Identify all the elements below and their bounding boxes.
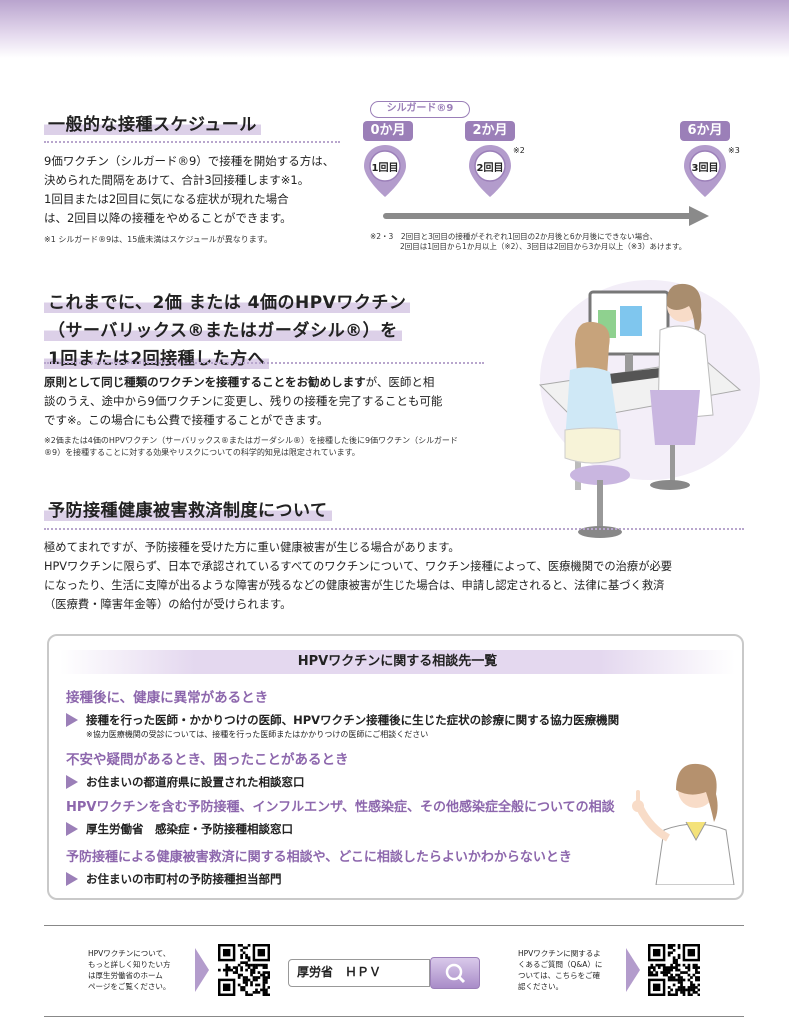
consult-category: 接種後に、健康に異常があるとき <box>66 690 269 706</box>
switch-text: 談のうえ、途中から9価ワクチンに変更し、残りの接種を完了することも可能 <box>44 394 443 408</box>
switch-text: です※。この場合にも公費で接種することができます。 <box>44 413 329 427</box>
consult-header: HPVワクチンに関する相談先一覧 <box>60 650 735 674</box>
map-pin-icon <box>684 145 726 197</box>
triangle-bullet-icon <box>66 774 78 789</box>
triangle-bullet-icon <box>66 871 78 886</box>
switch-heading: これまでに、2価 または 4価のHPVワクチン （サーバリックス®またはガーダシ… <box>44 288 484 369</box>
top-gradient-band <box>0 0 789 58</box>
dose-label: 2回目 <box>476 163 504 174</box>
consult-category: 予防接種による健康被害救済に関する相談や、どこに相談したらよいかわからないとき <box>66 850 572 865</box>
switch-title-line: これまでに、2価 または 4価のHPVワクチン <box>44 288 411 313</box>
footer-line: は厚生労働省のホーム <box>88 971 163 980</box>
chevron-right-icon <box>195 948 209 992</box>
relief-text: になったり、生活に支障が出るような障害が残るなどの健康被害が生じた場合は、申請し… <box>44 579 665 592</box>
consult-answer: 厚生労働省 感染症・予防接種相談窓口 <box>86 822 293 836</box>
dose-pin-1: 1回目 <box>362 143 408 203</box>
consult-subnote: ※協力医療機関の受診については、接種を行った医師またはかかりつけの医師にご相談く… <box>86 730 429 739</box>
divider <box>44 141 340 143</box>
footer-line: ついては、こちらをご確 <box>518 971 601 980</box>
dose-label: 1回目 <box>371 163 399 174</box>
relief-body: 極めてまれですが、予防接種を受けた方に重い健康被害が生じる場合があります。 HP… <box>44 538 754 614</box>
note-mark-3: ※3 <box>728 146 740 155</box>
consult-category: 不安や疑問があるとき、困ったことがあるとき <box>66 752 349 768</box>
qr-code-icon[interactable] <box>648 944 700 996</box>
schedule-footnote: ※1 シルガード®9は、15歳未満はスケジュールが異なります。 <box>44 235 273 244</box>
relief-title: 予防接種健康被害救済制度について <box>44 496 332 521</box>
consult-item-3: HPVワクチンを含む予防接種、インフルエンザ、性感染症、その他感染症全般について… <box>66 796 666 837</box>
footer-line: ページをご覧ください。 <box>88 982 171 991</box>
switch-body: 原則として同じ種類のワクチンを接種することをお勧めしますが、医師と相 談のうえ、… <box>44 373 489 430</box>
switch-title-line: 1回または2回接種した方へ <box>44 344 270 369</box>
note-line: ®9）を接種することに対する効果やリスクについての科学的知見は限定されています。 <box>44 448 360 457</box>
schedule-line: 決められた間隔をあけて、合計3回接種します※1。 <box>44 173 310 187</box>
search-button[interactable] <box>430 957 480 989</box>
consult-item-2: 不安や疑問があるとき、困ったことがあるとき お住まいの都道府県に設置された相談窓… <box>66 748 666 790</box>
month-pill-2: 2か月 <box>465 121 515 141</box>
switch-emphasis: 原則として同じ種類のワクチンを接種することをお勧めします <box>44 375 366 389</box>
month-pill-0: 0か月 <box>363 121 413 141</box>
switch-footnote: ※2価または4価のHPVワクチン（サーバリックス®またはガーダシル®）を接種した… <box>44 435 489 459</box>
schedule-line: は、2回目以降の接種をやめることができます。 <box>44 211 292 225</box>
consult-answer: お住まいの都道府県に設置された相談窓口 <box>86 775 305 789</box>
triangle-bullet-icon <box>66 712 78 727</box>
footer-line: 認ください。 <box>518 982 563 991</box>
consult-answer: 接種を行った医師・かかりつけの医師、HPVワクチン接種後に生じた症状の診療に関す… <box>86 713 620 727</box>
switch-text: が、医師と相 <box>365 375 435 389</box>
note-line: ※2・3 2回目と3回目の接種がそれぞれ1回目の2か月後と6か月後にできない場合… <box>370 232 658 241</box>
schedule-line: 9価ワクチン（シルガード®9）で接種を開始する方は、 <box>44 154 335 168</box>
switch-title-line: （サーバリックス®またはガーダシル®）を <box>44 316 402 341</box>
schedule-title: 一般的な接種スケジュール <box>44 110 261 135</box>
relief-text: 極めてまれですが、予防接種を受けた方に重い健康被害が生じる場合があります。 <box>44 541 460 554</box>
schedule-line: 1回目または2回目に気になる症状が現れた場合 <box>44 192 289 206</box>
consult-item-4: 予防接種による健康被害救済に関する相談や、どこに相談したらよいかわからないとき … <box>66 846 666 887</box>
consult-item-1: 接種後に、健康に異常があるとき 接種を行った医師・かかりつけの医師、HPVワクチ… <box>66 686 666 740</box>
footer-line: くあるご質問（Q&A）に <box>518 960 603 969</box>
chevron-right-icon <box>626 948 640 992</box>
triangle-bullet-icon <box>66 821 78 836</box>
footer-line: もっと詳しく知りたい方 <box>88 960 171 969</box>
doctor-consultation-illustration <box>538 280 760 538</box>
relief-text: HPVワクチンに限らず、日本で承認されているすべてのワクチンについて、ワクチン接… <box>44 560 673 573</box>
relief-text: （医療費・障害年金等）の給付が受けられます。 <box>44 598 292 611</box>
consult-box <box>47 634 744 900</box>
consult-answer: お住まいの市町村の予防接種担当部門 <box>86 872 282 886</box>
map-pin-icon <box>364 145 406 197</box>
footer-line: HPVワクチンについて、 <box>88 949 171 958</box>
footer-top-rule <box>44 925 744 926</box>
dose-label: 3回目 <box>691 163 719 174</box>
note-line: ※2価または4価のHPVワクチン（サーバリックス®またはガーダシル®）を接種した… <box>44 436 458 445</box>
relief-heading: 予防接種健康被害救済制度について <box>44 496 332 521</box>
note-line: 2回目は1回目から1か月以上（※2）、3回目は2回目から3か月以上（※3）あけま… <box>400 242 687 251</box>
divider <box>44 528 744 530</box>
search-icon <box>445 963 466 984</box>
footer-bottom-rule <box>44 1016 744 1017</box>
dose-pin-2: 2回目 <box>467 143 513 203</box>
dose-pin-3: 3回目 <box>682 143 728 203</box>
schedule-body: 9価ワクチン（シルガード®9）で接種を開始する方は、 決められた間隔をあけて、合… <box>44 152 344 228</box>
schedule-heading: 一般的な接種スケジュール <box>44 110 261 135</box>
brand-tag: シルガード®9 <box>370 101 470 118</box>
footer-left-text: HPVワクチンについて、 もっと詳しく知りたい方 は厚生労働省のホーム ページを… <box>88 948 171 992</box>
month-pill-6: 6か月 <box>680 121 730 141</box>
qr-code-icon[interactable] <box>218 944 270 996</box>
search-input[interactable]: 厚労省 ＨＰＶ <box>288 959 430 987</box>
footer-line: HPVワクチンに関するよ <box>518 949 601 958</box>
timeline-arrow-icon <box>383 206 709 226</box>
consult-category: HPVワクチンを含む予防接種、インフルエンザ、性感染症、その他感染症全般について… <box>66 800 615 815</box>
advisor-illustration <box>632 763 735 885</box>
schedule-note-23: ※2・3 2回目と3回目の接種がそれぞれ1回目の2か月後と6か月後にできない場合… <box>370 232 730 252</box>
map-pin-icon <box>469 145 511 197</box>
divider <box>44 362 484 364</box>
note-mark-2: ※2 <box>513 146 525 155</box>
footer-right-text: HPVワクチンに関するよ くあるご質問（Q&A）に ついては、こちらをご確 認く… <box>518 948 602 992</box>
